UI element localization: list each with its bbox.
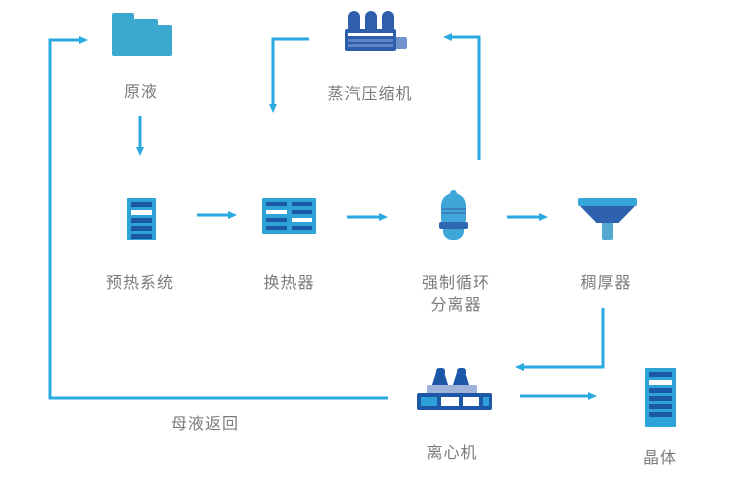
vessel-flange <box>439 222 468 229</box>
crystal-stripe <box>649 412 672 417</box>
exchanger-stripe <box>291 226 312 230</box>
compressor-cylinder <box>382 11 394 32</box>
label-steam-compressor: 蒸汽压缩机 <box>327 86 413 103</box>
crystal-stripe <box>649 388 672 393</box>
folder-icon <box>112 13 172 56</box>
centrifuge-icon <box>417 368 492 410</box>
edge-separator-to-compressor <box>443 33 481 160</box>
exchanger-column <box>291 202 312 230</box>
edge-mother-liquor-return <box>48 36 388 400</box>
label-preheater: 预热系统 <box>105 275 175 292</box>
exchanger-stripe <box>266 218 287 222</box>
exchanger-stripe <box>291 210 312 214</box>
panel-stripe <box>131 226 152 231</box>
funnel-top <box>578 198 637 206</box>
centrifuge-segment <box>441 397 459 406</box>
compressor-cylinder <box>348 11 360 32</box>
centrifuge-platform <box>427 385 477 395</box>
exchanger-stripe <box>266 202 287 206</box>
centrifuge-bottle-cap <box>457 368 466 374</box>
vessel-band <box>441 208 466 210</box>
funnel-cone <box>580 206 635 223</box>
crystal-icon <box>645 368 676 427</box>
vessel-band <box>441 212 466 214</box>
label-separator: 强制循环 分离器 <box>422 273 490 317</box>
vessel-body <box>441 193 466 222</box>
label-centrifuge: 离心机 <box>426 445 478 462</box>
exchanger-stripe <box>266 226 287 230</box>
folder-tab <box>112 13 134 23</box>
centrifuge-segment <box>463 397 479 406</box>
vessel-icon <box>439 190 468 240</box>
label-crystal: 晶体 <box>642 450 678 467</box>
centrifuge-bottle-cap <box>436 368 445 374</box>
striped-panel-icon <box>127 198 156 240</box>
crystal-stripe <box>649 396 672 401</box>
funnel-icon <box>578 198 637 240</box>
funnel-stem <box>602 223 613 240</box>
centrifuge-segment <box>421 397 437 406</box>
label-mother-liquor-return: 母液返回 <box>170 416 240 433</box>
centrifuge-bottle <box>452 372 470 388</box>
centrifuge-segment <box>483 397 489 406</box>
panel-stripe <box>131 218 152 223</box>
compressor-icon <box>345 11 407 51</box>
panel-stripe <box>131 210 152 215</box>
exchanger-stripe <box>291 218 312 222</box>
centrifuge-bottle <box>431 372 449 388</box>
compressor-cylinder <box>365 11 377 32</box>
label-separator-line2: 分离器 <box>430 297 482 314</box>
label-raw-liquid: 原液 <box>123 84 159 101</box>
label-heat-exchanger: 换热器 <box>263 275 315 292</box>
exchanger-stripe <box>291 202 312 206</box>
edge-compressor-to-heat-exchanger <box>269 37 309 113</box>
label-thickener: 稠厚器 <box>580 275 632 292</box>
edge-thickener-to-centrifuge <box>515 308 605 371</box>
exchanger-column <box>266 202 287 230</box>
crystal-stripe <box>649 372 672 377</box>
compressor-outlet <box>396 37 407 49</box>
panel-stripe <box>131 234 152 239</box>
compressor-stripe <box>348 39 393 42</box>
compressor-stripe <box>348 44 393 47</box>
panel-stripe <box>131 202 152 207</box>
exchanger-stripe <box>266 210 287 214</box>
crystal-stripe <box>649 380 672 385</box>
crystal-stripe <box>649 404 672 409</box>
exchanger-icon <box>262 198 316 234</box>
vessel-bottom <box>443 229 464 240</box>
folder-front <box>149 25 172 56</box>
label-separator-line1: 强制循环 <box>421 275 491 292</box>
compressor-stripe <box>348 33 393 36</box>
